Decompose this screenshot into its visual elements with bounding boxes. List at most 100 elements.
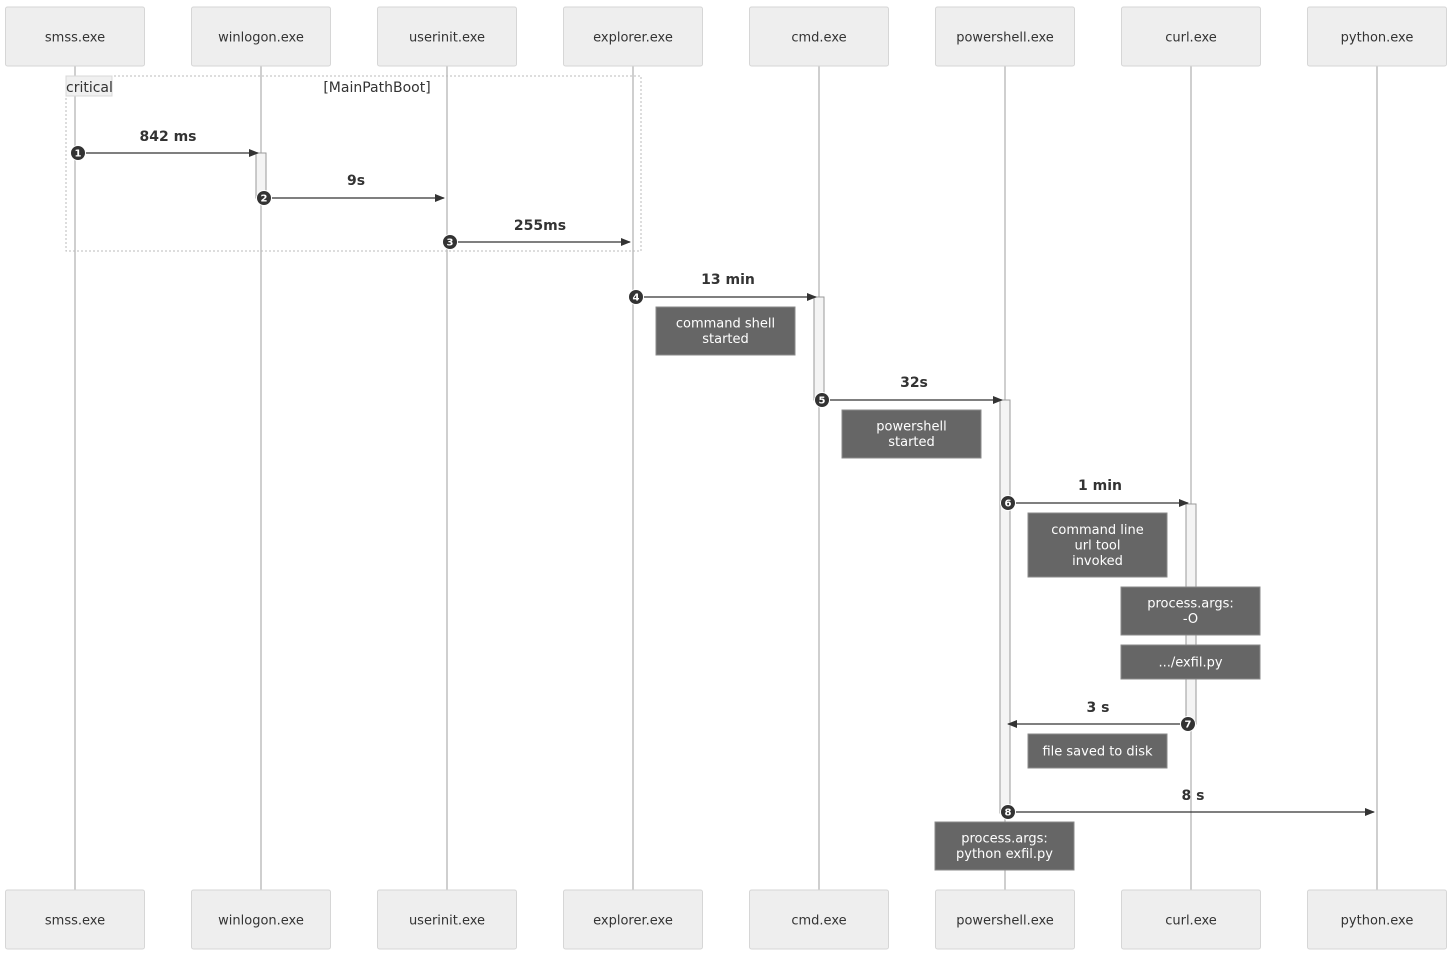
actor-box (191, 6, 331, 67)
actor-winlogon-top: winlogon.exe (191, 6, 331, 67)
actor-box (377, 889, 517, 950)
message-4: 4 13 min (628, 272, 817, 305)
actor-smss-top: smss.exe (5, 6, 145, 67)
sequence-number: 6 (1005, 499, 1012, 510)
actor-python-bottom: python.exe (1307, 889, 1447, 950)
actor-label: winlogon.exe (218, 31, 304, 46)
message-label: 9s (347, 173, 365, 189)
actor-box (563, 889, 703, 950)
actor-explorer-top: explorer.exe (563, 6, 703, 67)
note-text-line: process.args: (1147, 597, 1234, 612)
message-label: 13 min (701, 272, 755, 288)
note-box (1027, 512, 1168, 578)
note-box (1120, 644, 1261, 680)
message-label: 32s (900, 375, 928, 391)
actor-label: cmd.exe (791, 914, 846, 929)
actor-label: userinit.exe (409, 914, 485, 929)
actor-userinit-bottom: userinit.exe (377, 889, 517, 950)
message-label: 3 s (1087, 700, 1110, 716)
actor-label: userinit.exe (409, 31, 485, 46)
actor-curl-top: curl.exe (1121, 6, 1261, 67)
actor-box (1121, 6, 1261, 67)
sequence-number: 7 (1185, 720, 1192, 731)
actor-powershell-bottom: powershell.exe (935, 889, 1075, 950)
note-text-line: process.args: (961, 832, 1048, 847)
sequence-number-badge (70, 145, 86, 161)
sequence-number-badge (1180, 716, 1196, 732)
note-text-line: python exfil.py (956, 847, 1053, 862)
note: .../exfil.py (1120, 644, 1261, 680)
actor-userinit-top: userinit.exe (377, 6, 517, 67)
sequence-number: 4 (633, 293, 640, 304)
actor-winlogon-bottom: winlogon.exe (191, 889, 331, 950)
message-label: 842 ms (139, 129, 196, 145)
frame-tag-box (65, 75, 113, 97)
activation-bar (999, 399, 1011, 814)
actor-cmd-bottom: cmd.exe (749, 889, 889, 950)
sequence-number: 2 (261, 194, 268, 205)
sequence-number: 1 (75, 149, 82, 160)
actor-box (191, 889, 331, 950)
note-text-line: url tool (1075, 538, 1121, 553)
sequence-number-badge (442, 234, 458, 250)
actor-python-top: python.exe (1307, 6, 1447, 67)
actor-label: cmd.exe (791, 31, 846, 46)
actor-box (5, 6, 145, 67)
sequence-number: 3 (447, 238, 454, 249)
actor-box (1307, 6, 1447, 67)
actor-box (5, 889, 145, 950)
critical-frame: critical [MainPathBoot] (65, 75, 642, 252)
note-text-line: file saved to disk (1042, 744, 1153, 759)
message-3: 3 255ms (442, 218, 631, 250)
sequence-number-badge (1000, 495, 1016, 511)
actor-cmd-top: cmd.exe (749, 6, 889, 67)
note-text-line: .../exfil.py (1158, 655, 1222, 670)
actor-box (935, 889, 1075, 950)
actor-box (749, 6, 889, 67)
actor-box (563, 6, 703, 67)
actor-box (1121, 889, 1261, 950)
frame-condition: [MainPathBoot] (323, 80, 430, 96)
actor-smss-bottom: smss.exe (5, 889, 145, 950)
sequence-number-badge (628, 289, 644, 305)
note-text-line: invoked (1072, 554, 1123, 569)
actor-box (935, 6, 1075, 67)
note-text-line: started (888, 435, 935, 450)
note-text-line: command line (1051, 523, 1143, 538)
actor-label: powershell.exe (956, 914, 1054, 929)
actor-powershell-top: powershell.exe (935, 6, 1075, 67)
sequence-number-badge (814, 392, 830, 408)
frame-tag: critical (66, 80, 113, 96)
note-box (1120, 586, 1261, 636)
actor-label: explorer.exe (593, 31, 673, 46)
sequence-number-badge (1000, 804, 1016, 820)
actor-label: explorer.exe (593, 914, 673, 929)
message-7: 7 3 s (1007, 700, 1196, 732)
actor-label: winlogon.exe (218, 914, 304, 929)
note-text-line: command shell (676, 317, 775, 332)
sequence-number: 8 (1005, 808, 1012, 819)
actor-label: powershell.exe (956, 31, 1054, 46)
actor-box (377, 6, 517, 67)
sequence-number-badge (256, 190, 272, 206)
message-2: 2 9s (256, 173, 445, 206)
note-box (934, 821, 1075, 871)
actor-box (1307, 889, 1447, 950)
actor-label: python.exe (1341, 914, 1414, 929)
message-6: 61 min (1000, 478, 1189, 511)
actor-label: smss.exe (45, 914, 105, 929)
note-text-line: started (702, 332, 749, 347)
message-label: 255ms (514, 218, 566, 234)
actor-label: python.exe (1341, 31, 1414, 46)
actor-curl-bottom: curl.exe (1121, 889, 1261, 950)
actor-box (749, 889, 889, 950)
note-box (841, 409, 982, 459)
activation-bar (813, 296, 825, 401)
note-box (1027, 733, 1168, 769)
note-text-line: -O (1183, 612, 1198, 627)
message-label: 8 s (1182, 788, 1205, 804)
actor-label: curl.exe (1165, 914, 1217, 929)
